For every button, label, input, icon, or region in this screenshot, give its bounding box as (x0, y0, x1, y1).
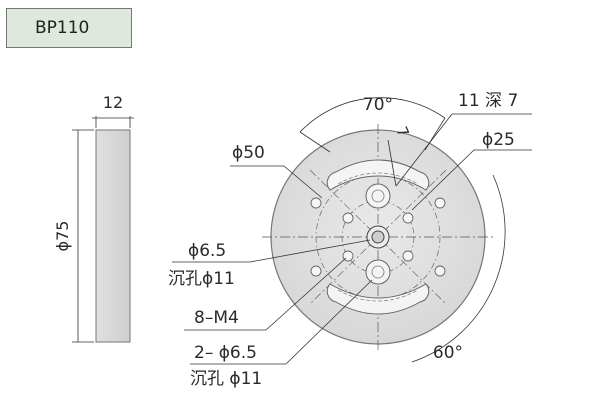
slot-top-outer (326, 159, 430, 191)
slot-counterbore-label: 沉孔 ϕ11 (190, 369, 262, 389)
slot-bottom-outer (326, 283, 430, 315)
front-view (172, 97, 532, 365)
part-id-badge: BP110 (6, 8, 132, 48)
counterbore-spec-label: 11 深 7 (458, 91, 518, 111)
tapped-holes-label: 8–M4 (194, 308, 239, 328)
counterbore-hole-bottom (365, 259, 391, 285)
tapped-hole (434, 197, 446, 209)
tapped-hole (434, 265, 446, 277)
side-diameter-label: ϕ75 (53, 221, 72, 252)
angle-bottom-label: 60° (433, 343, 463, 363)
slot-holes-label: 2– ϕ6.5 (194, 343, 257, 363)
angle-arc-top (299, 97, 446, 133)
counterbore-hole-top (365, 183, 391, 209)
part-id-label: BP110 (35, 18, 90, 38)
tapped-hole (402, 212, 414, 224)
tapped-hole (402, 250, 414, 262)
tapped-hole (310, 197, 322, 209)
front-view-labels: 70° 7 11 深 7 ϕ50 ϕ25 ϕ6.5 沉孔ϕ11 8–M4 2– … (168, 91, 518, 389)
angle-arc-bottom (411, 174, 506, 363)
side-view: 12 ϕ75 (53, 93, 134, 343)
side-view-body (95, 129, 131, 343)
angle-top-label: 70° (363, 95, 393, 115)
center-counterbore-label: 沉孔ϕ11 (168, 269, 235, 289)
bolt-circle-inner-label: ϕ25 (482, 130, 515, 150)
side-thickness-label: 12 (103, 93, 123, 112)
bolt-circle-outer-label: ϕ50 (232, 143, 265, 163)
tapped-hole (310, 265, 322, 277)
center-hole-label: ϕ6.5 (188, 241, 226, 261)
tapped-hole (342, 212, 354, 224)
